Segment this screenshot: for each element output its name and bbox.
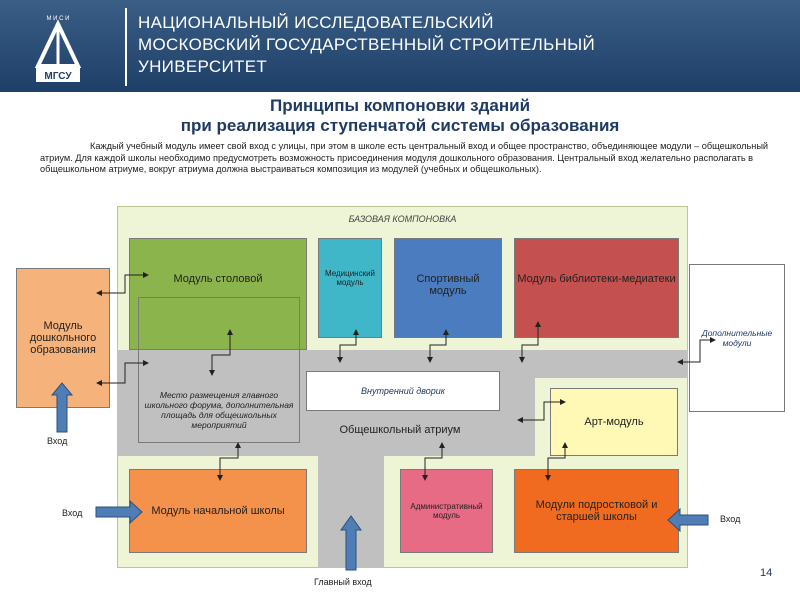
connector-primary — [217, 442, 241, 481]
connector-additional — [677, 337, 716, 365]
page-number: 14 — [760, 567, 773, 579]
additional-modules-label: Дополнительные модули — [701, 328, 773, 348]
base-layout-label: БАЗОВАЯ КОМПОНОВКА — [348, 214, 457, 224]
sport-module: Спортивный модуль — [394, 238, 502, 338]
primary-school-module: Модуль начальной школы — [129, 469, 307, 553]
connector-medical — [337, 329, 359, 363]
university-logo: М И С И МГСУ — [34, 16, 82, 82]
art-module-label: Арт-модуль — [584, 416, 644, 428]
connector-admin — [422, 442, 445, 481]
header-banner — [0, 0, 800, 92]
inner-courtyard-label: Внутренний дворик — [360, 386, 446, 396]
connector-senior — [545, 442, 568, 481]
forum-area-label: Место размещения главного школьного фору… — [144, 390, 294, 430]
connector-preschool-canteen — [96, 272, 149, 296]
title-line-2: при реализация ступенчатой системы образ… — [180, 116, 620, 135]
header-line-2: МОСКОВСКИЙ ГОСУДАРСТВЕННЫЙ СТРОИТЕЛЬНЫЙ — [138, 35, 596, 54]
canteen-module-label: Модуль столовой — [173, 273, 263, 285]
logo-top-text: М И С И — [47, 16, 70, 22]
entry-arrow-preschool — [50, 382, 74, 433]
library-module-label: Модуль библиотеки-медиатеки — [517, 273, 676, 285]
connector-art — [517, 399, 566, 423]
description-paragraph: Каждый учебный модуль имеет свой вход с … — [40, 141, 769, 175]
header-title: НАЦИОНАЛЬНЫЙ ИССЛЕДОВАТЕЛЬСКИЙ МОСКОВСКИ… — [138, 12, 738, 78]
entry-arrow-primary — [95, 499, 143, 525]
entry-label-primary: Вход — [62, 508, 83, 518]
header-line-1: НАЦИОНАЛЬНЫЙ ИССЛЕДОВАТЕЛЬСКИЙ — [138, 13, 494, 32]
entry-arrow-senior — [667, 507, 709, 533]
preschool-module-label: Модуль дошкольного образования — [29, 320, 97, 356]
logo-bottom-text: МГСУ — [44, 71, 72, 82]
title-line-1: Принципы компоновки зданий — [269, 96, 531, 115]
admin-module-label: Административный модуль — [410, 502, 483, 520]
art-module: Арт-модуль — [550, 388, 678, 456]
admin-module: Административный модуль — [400, 469, 493, 553]
senior-school-module: Модули подростковой и старшей школы — [514, 469, 679, 553]
primary-school-module-label: Модуль начальной школы — [151, 505, 285, 517]
inner-courtyard: Внутренний дворик — [306, 371, 500, 411]
senior-school-module-label: Модули подростковой и старшей школы — [535, 499, 658, 523]
sport-module-label: Спортивный модуль — [416, 273, 480, 297]
header-divider — [125, 8, 127, 86]
medical-module-label: Медицинский модуль — [324, 269, 376, 287]
connector-preschool-forum — [96, 360, 149, 386]
library-module: Модуль библиотеки-медиатеки — [514, 238, 679, 338]
main-entry-label: Главный вход — [314, 577, 372, 587]
connector-library — [519, 321, 541, 363]
slide-title: Принципы компоновки зданий при реализаци… — [0, 96, 800, 136]
medical-module: Медицинский модуль — [318, 238, 382, 338]
entry-label-senior: Вход — [720, 514, 741, 524]
atrium-label: Общешкольный атриум — [339, 424, 461, 436]
connector-sport — [427, 329, 449, 363]
connector-forum-canteen — [209, 329, 233, 376]
main-entry-arrow — [340, 515, 362, 571]
header-line-3: УНИВЕРСИТЕТ — [138, 57, 268, 76]
entry-label-preschool: Вход — [47, 436, 68, 446]
